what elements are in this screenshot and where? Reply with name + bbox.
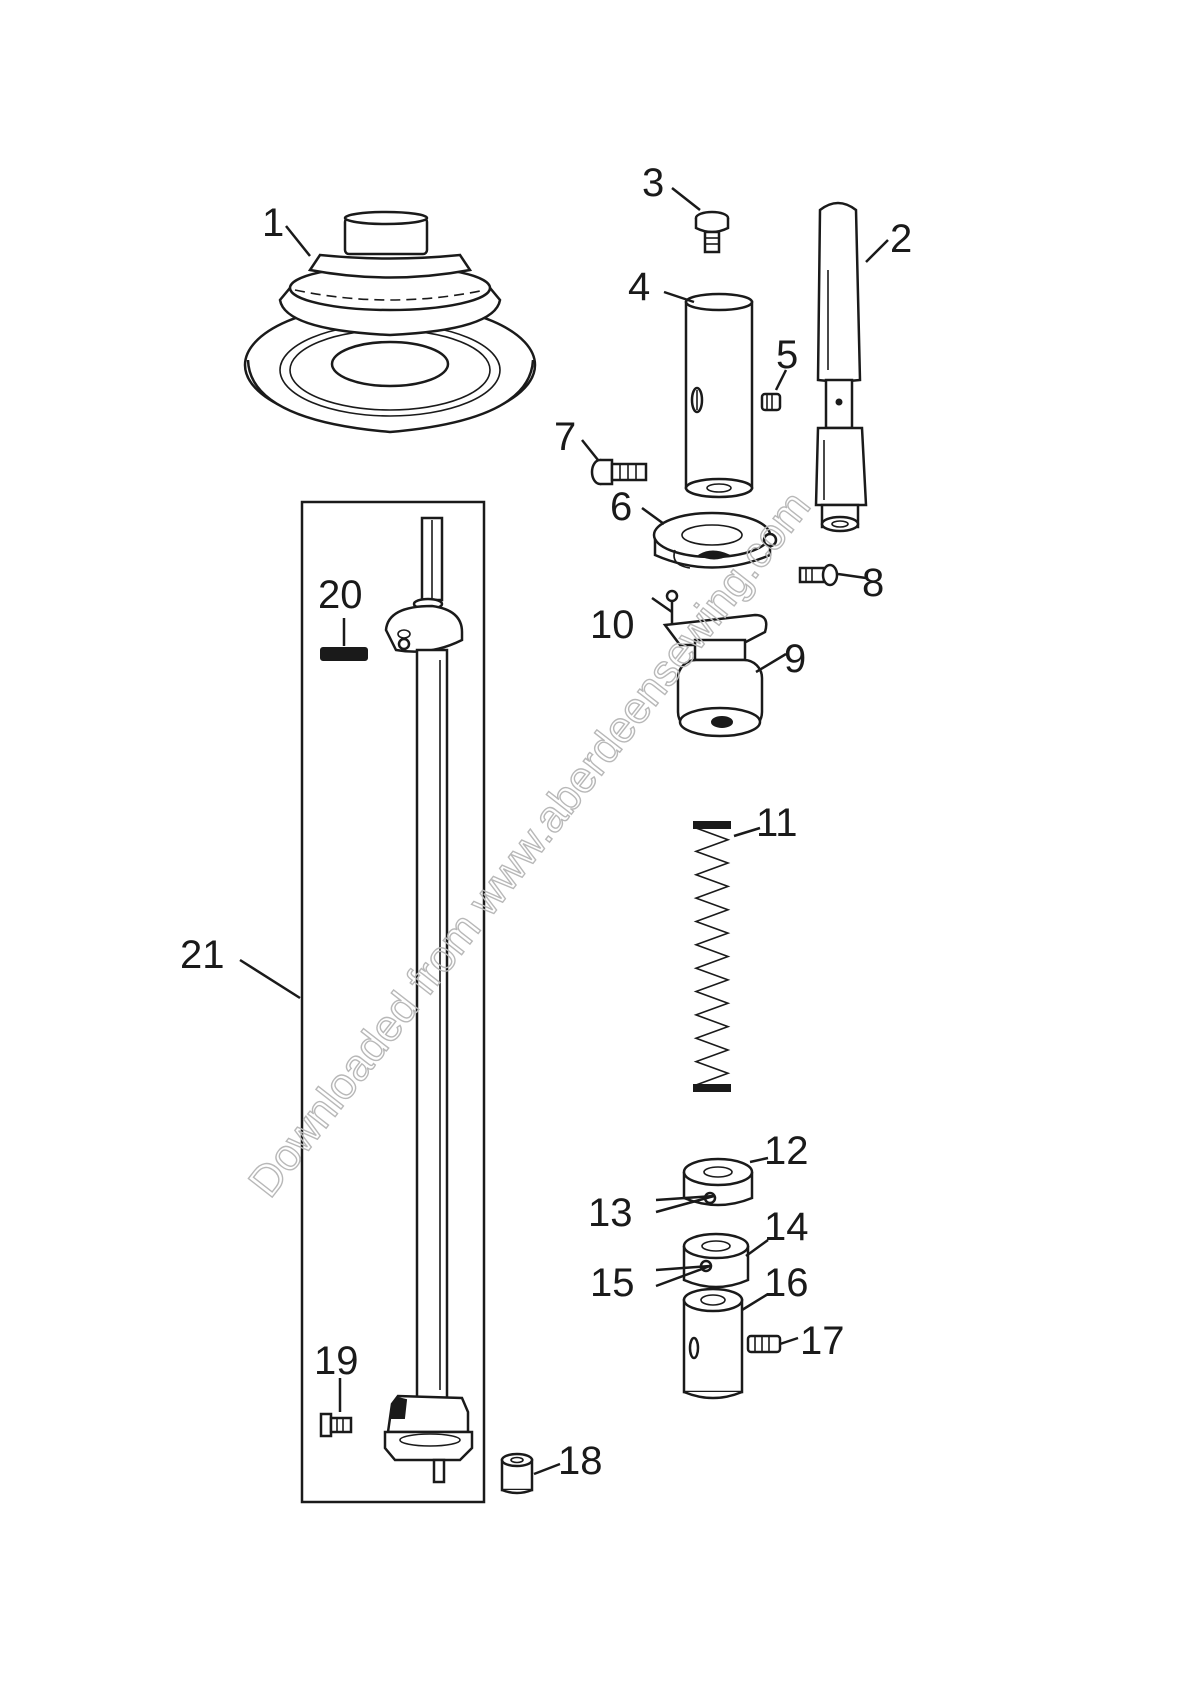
part-17-set-screw <box>748 1336 780 1352</box>
label-part-3: 3 <box>642 161 664 205</box>
label-part-12: 12 <box>764 1129 809 1173</box>
label-part-2: 2 <box>890 217 912 261</box>
label-part-4: 4 <box>628 265 650 309</box>
label-part-9: 9 <box>784 637 806 681</box>
part-11-spring <box>694 822 730 1091</box>
label-part-6: 6 <box>610 485 632 529</box>
part-19-screw <box>321 1414 351 1436</box>
label-part-5: 5 <box>776 333 798 377</box>
label-part-18: 18 <box>558 1439 603 1483</box>
label-part-19: 19 <box>314 1339 359 1383</box>
part-4-tube <box>686 294 752 497</box>
part-14-collar <box>684 1234 748 1287</box>
part-7-screw <box>592 460 646 484</box>
label-part-1: 1 <box>262 201 284 245</box>
label-part-15: 15 <box>590 1261 635 1305</box>
part-5-set-screw <box>762 394 780 410</box>
part-8-screw <box>800 565 837 585</box>
part-3-screw <box>696 212 728 252</box>
label-part-21: 21 <box>180 933 225 977</box>
part-1-pulley <box>245 212 535 432</box>
label-part-11: 11 <box>756 801 798 845</box>
label-part-10: 10 <box>590 603 635 647</box>
label-part-8: 8 <box>862 561 884 605</box>
label-part-13: 13 <box>588 1191 633 1235</box>
label-part-7: 7 <box>554 415 576 459</box>
label-part-14: 14 <box>764 1205 809 1249</box>
part-16-bushing <box>684 1289 742 1398</box>
label-part-17: 17 <box>800 1319 845 1363</box>
part-18-bushing <box>502 1454 532 1493</box>
label-part-16: 16 <box>764 1261 809 1305</box>
label-part-20: 20 <box>318 573 363 617</box>
part-20-key <box>321 648 367 660</box>
part-2-shaft <box>816 203 866 531</box>
